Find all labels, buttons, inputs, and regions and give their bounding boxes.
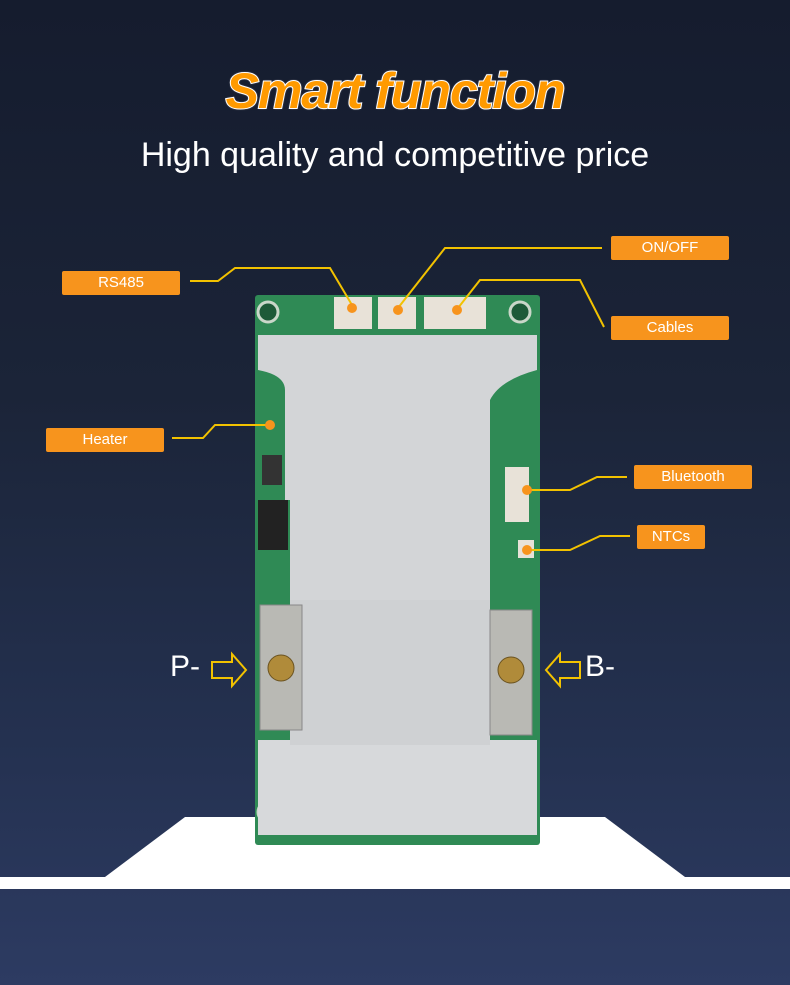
- heatsink-plate: [258, 335, 537, 610]
- callout-dots: [265, 303, 532, 555]
- p-screw: [267, 654, 295, 682]
- label-heater: Heater: [46, 428, 164, 452]
- mosfet: [258, 500, 288, 550]
- label-onoff: ON/OFF: [611, 236, 729, 260]
- page-title: Smart function: [225, 62, 567, 120]
- label-ntcs: NTCs: [637, 525, 705, 549]
- label-cables: Cables: [611, 316, 729, 340]
- arrow-right-icon: [211, 651, 248, 689]
- arrow-left-icon: [544, 651, 581, 689]
- label-rs485: RS485: [62, 271, 180, 295]
- heatsink-plate-bottom: [258, 740, 537, 835]
- terminal-p-label: P-: [170, 650, 200, 683]
- rs485-connector: [334, 297, 372, 329]
- transistor: [262, 455, 282, 485]
- terminal-b-label: B-: [585, 650, 615, 683]
- b-screw: [497, 656, 525, 684]
- callout-lines: [172, 247, 630, 551]
- mounting-hole: [508, 300, 532, 324]
- page-subtitle: High quality and competitive price: [140, 136, 650, 174]
- mounting-hole: [256, 300, 280, 324]
- platform-edge: [0, 877, 790, 889]
- label-bluetooth: Bluetooth: [634, 465, 752, 489]
